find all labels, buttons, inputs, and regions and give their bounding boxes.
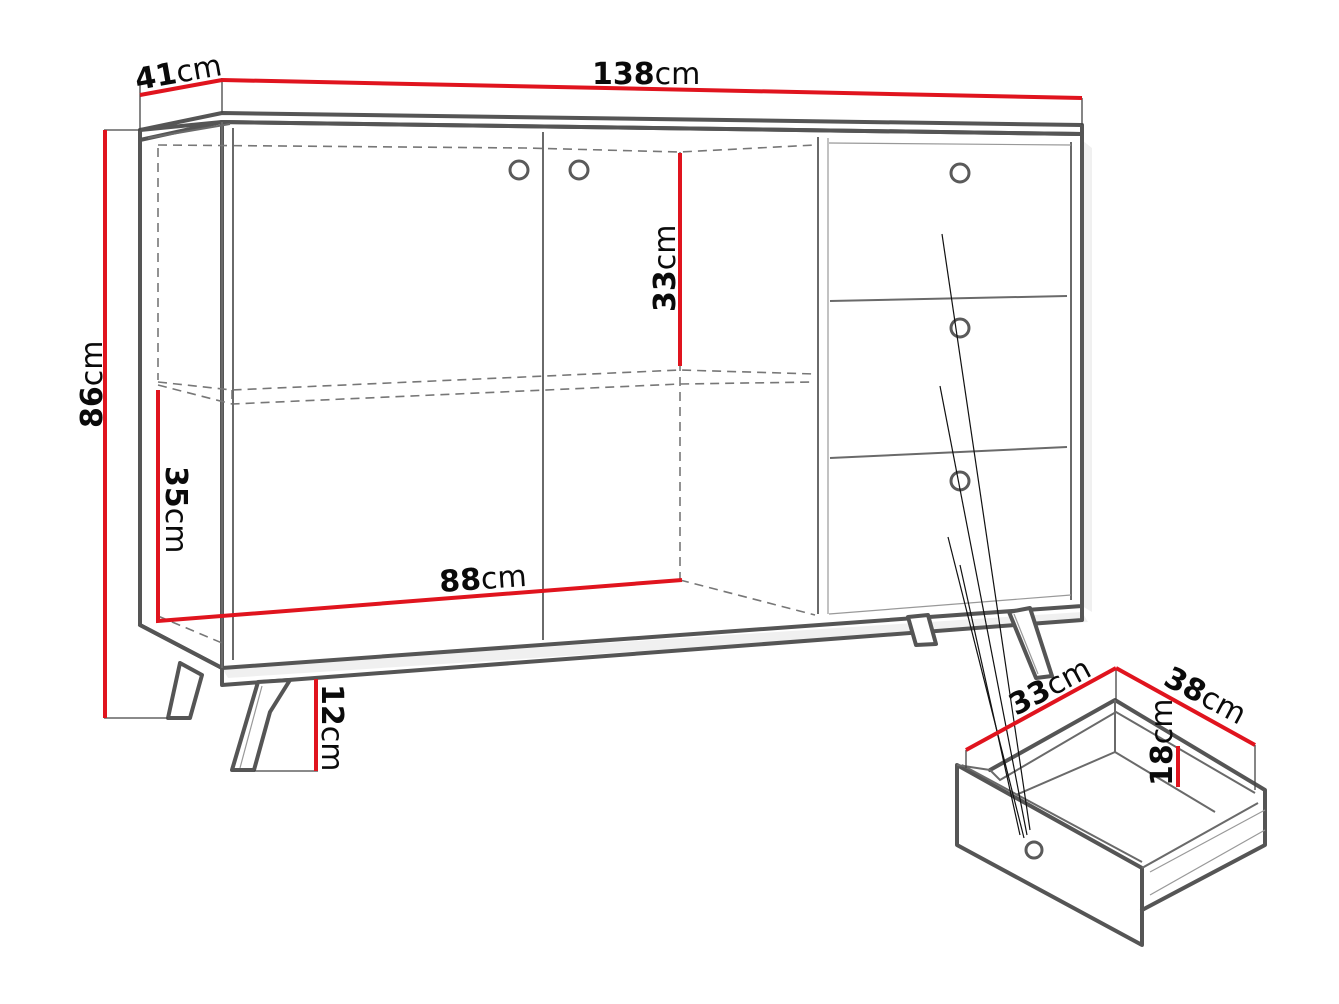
drawer-1-knob xyxy=(949,162,971,184)
label-drawer-height: 18cm xyxy=(1145,699,1180,786)
cabinet-front xyxy=(220,120,1084,670)
door-right-knob xyxy=(568,159,590,181)
dimension-lines xyxy=(103,78,1256,787)
drawer-detail-knob xyxy=(1024,840,1044,860)
dim-line-width xyxy=(221,78,1083,100)
label-drawer-width: 33cm xyxy=(1003,651,1097,723)
dim-line-depth xyxy=(139,78,223,97)
doors xyxy=(232,128,829,660)
label-inner-width: 88cm xyxy=(438,559,528,600)
leg-back-left xyxy=(166,661,204,720)
label-shelf-upper: 33cm xyxy=(648,225,683,312)
dimension-labels: 41cm 138cm 86cm 33cm 35cm 88cm 12cm 33cm… xyxy=(75,48,1252,786)
dim-line-drawer-width xyxy=(965,666,1117,752)
leg-back-right xyxy=(906,613,938,647)
drawer-callout-leaders xyxy=(939,233,1031,839)
drawer-detail xyxy=(955,668,1267,947)
dim-line-shelf-lower-and-inner-width xyxy=(156,390,683,624)
drawer-stack xyxy=(828,142,1072,615)
leg-front-right xyxy=(1007,606,1054,680)
cabinet-shadow xyxy=(222,140,1092,678)
drawer-detail-front xyxy=(955,763,1144,947)
cabinet-left-side xyxy=(138,120,224,670)
label-height: 86cm xyxy=(75,341,110,428)
leg-front-left xyxy=(230,678,292,772)
door-left-knob xyxy=(508,159,530,181)
label-leg-height: 12cm xyxy=(314,684,349,771)
extension-lines xyxy=(104,78,1083,772)
drawer-2-knob xyxy=(949,317,971,339)
drawer-divider-2 xyxy=(829,446,1068,459)
label-depth: 41cm xyxy=(132,48,224,98)
drawer-divider-1 xyxy=(829,295,1068,302)
label-shelf-lower: 35cm xyxy=(158,466,193,553)
legs xyxy=(166,606,1054,772)
label-width: 138cm xyxy=(592,57,700,92)
dim-line-drawer-depth xyxy=(1115,666,1256,747)
drawer-detail-rim xyxy=(988,698,1267,912)
cabinet-body xyxy=(138,111,1084,687)
